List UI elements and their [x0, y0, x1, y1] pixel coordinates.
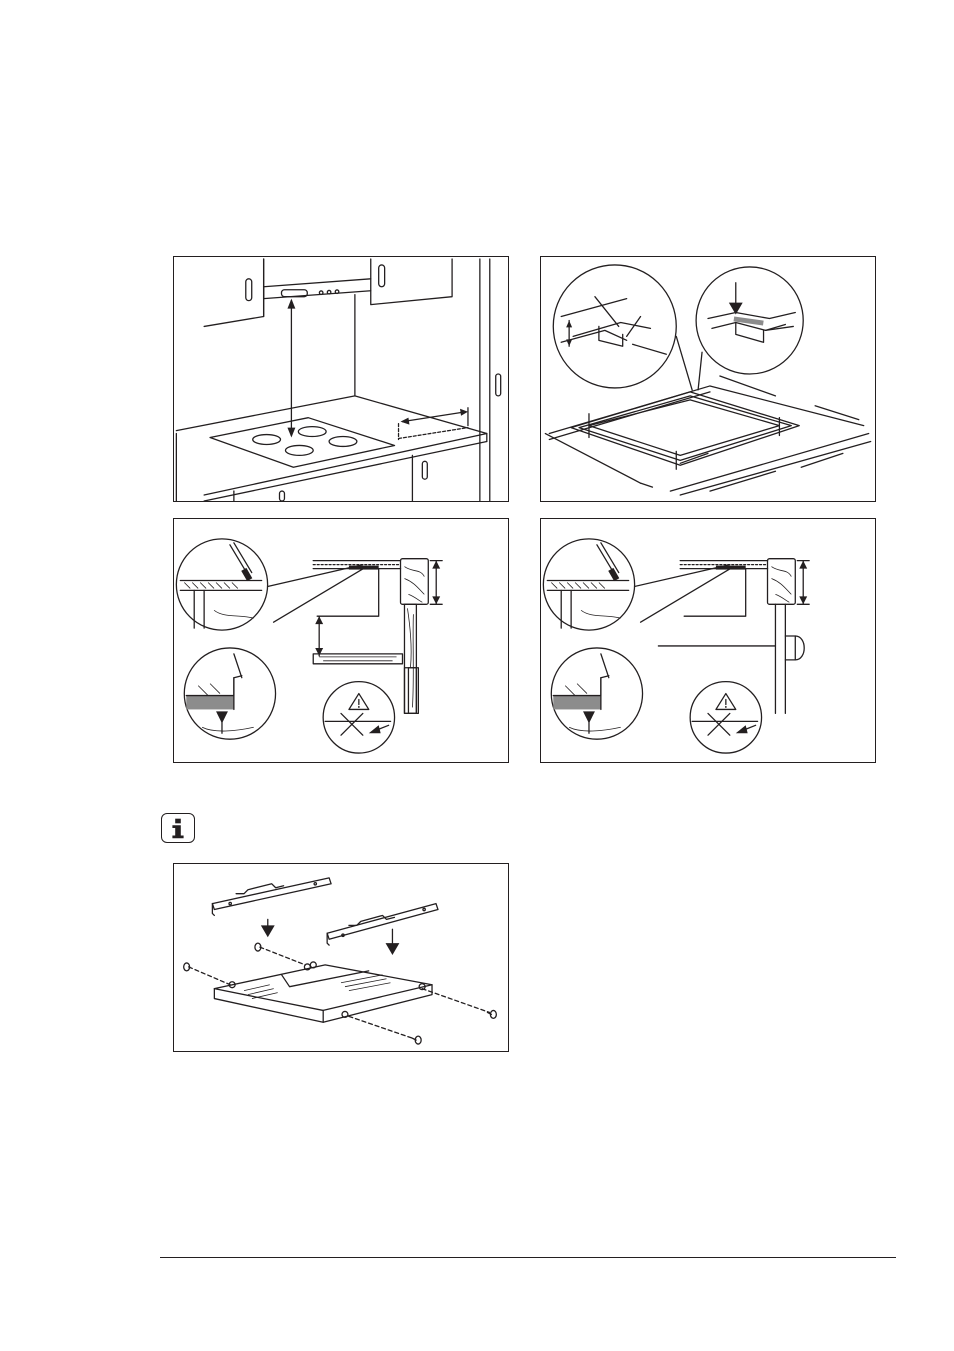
cutout-illustration: [541, 257, 875, 501]
figure-installation-above-oven: [540, 518, 876, 763]
kitchen-illustration: [174, 257, 508, 501]
figure-installation-above-drawer: [173, 518, 509, 763]
oven-installation-illustration: [541, 519, 875, 762]
info-icon: [161, 813, 195, 843]
figure-hood-hob-distance: [173, 256, 509, 502]
footer-rule: [160, 1257, 896, 1258]
assembly-illustration: [174, 864, 508, 1051]
figure-cutout-sealing-strip: [540, 256, 876, 502]
drawer-installation-illustration: [174, 519, 508, 762]
figure-protection-box-assembly: [173, 863, 509, 1052]
